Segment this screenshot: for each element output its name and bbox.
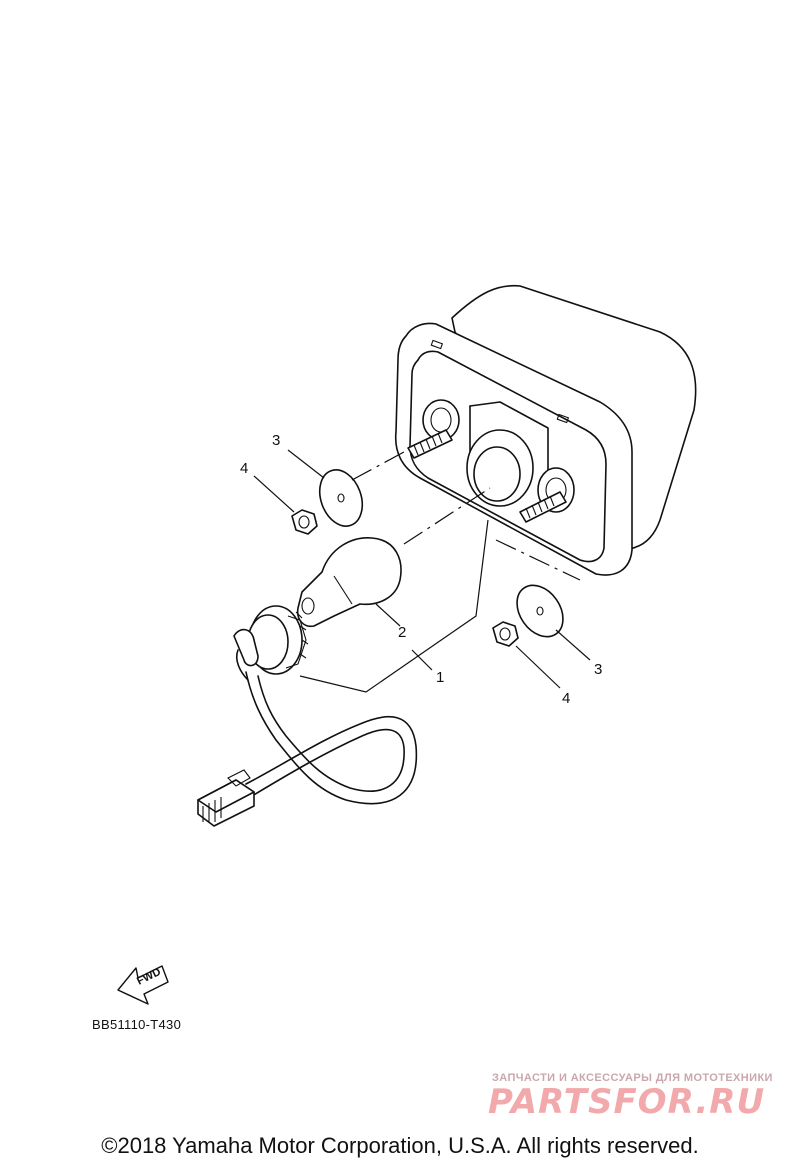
callout-4-lower: 4: [562, 690, 570, 707]
bulb: [296, 537, 402, 628]
washer-lower: [516, 584, 564, 638]
callout-4-upper: 4: [240, 460, 248, 477]
fwd-arrow-icon: FWD: [117, 965, 169, 1005]
leader-lines: [253, 449, 591, 693]
socket-assembly: [197, 605, 418, 827]
callout-2: 2: [398, 624, 406, 641]
callout-3-upper: 3: [272, 432, 280, 449]
watermark-tagline: ЗАПЧАСТИ И АКСЕССУАРЫ ДЛЯ МОТОТЕХНИКИ: [492, 1072, 773, 1084]
watermark-brand: PARTSFOR.RU: [488, 1082, 766, 1122]
tail-light-housing: [394, 284, 697, 576]
washer-upper: [318, 469, 364, 527]
copyright-notice: ©2018 Yamaha Motor Corporation, U.S.A. A…: [101, 1133, 699, 1158]
callout-3-lower: 3: [594, 661, 602, 678]
nut-lower: [492, 621, 519, 647]
part-code: BB51110-T430: [92, 1017, 182, 1032]
nut-upper: [291, 509, 318, 535]
callout-1: 1: [436, 669, 444, 686]
